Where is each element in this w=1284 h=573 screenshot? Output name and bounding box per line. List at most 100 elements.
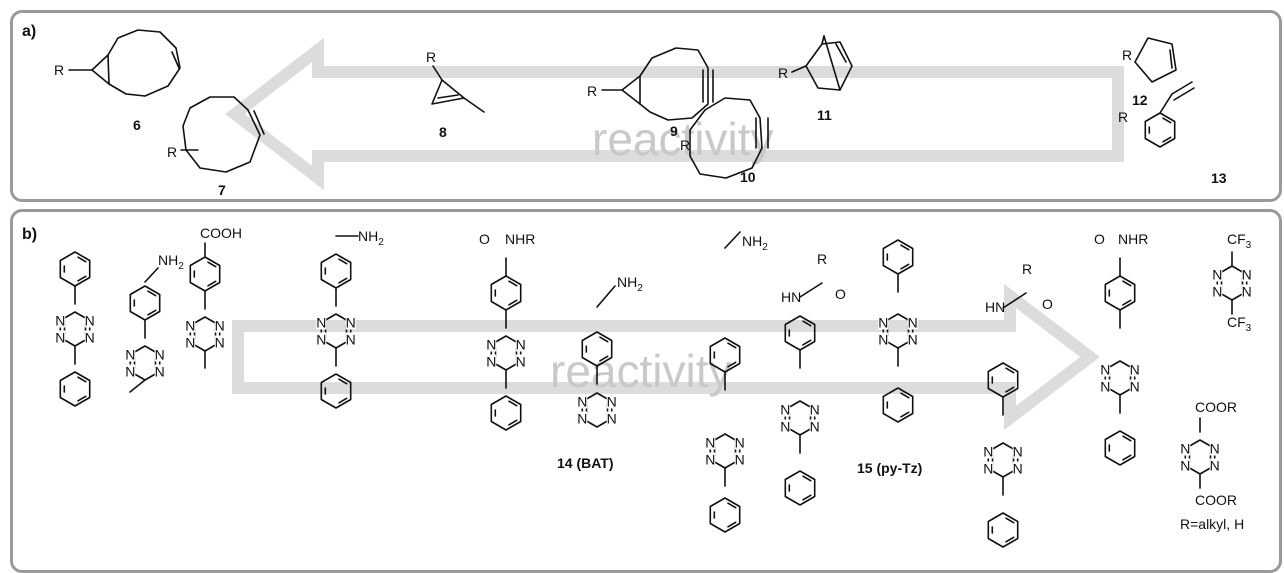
tetrazine-nitrogen: N	[607, 394, 617, 410]
tetrazine-nitrogen: N	[125, 364, 135, 380]
r-substituent: R	[1118, 109, 1128, 125]
tetrazine-nitrogen: N	[346, 332, 356, 348]
tetrazine-nitrogen: N	[1242, 284, 1252, 300]
reactivity-arrow-a: reactivity	[225, 37, 1124, 191]
tetrazine-nitrogen: N	[155, 347, 165, 363]
reactivity-text-a: reactivity	[592, 113, 773, 165]
tetrazine-nitrogen: N	[1210, 458, 1220, 474]
compound-number: 12	[1132, 92, 1148, 108]
r-substituent: R	[426, 49, 436, 65]
tetrazine-nitrogen: N	[85, 330, 95, 346]
cf3-bottom: CF3	[1227, 314, 1252, 334]
tetrazine-nitrogen: N	[983, 444, 993, 460]
tetrazine-nitrogen: N	[705, 435, 715, 451]
tetrazine-nitrogen: N	[1180, 441, 1190, 457]
tetrazine-nitrogen: N	[215, 335, 225, 351]
r-substituent: R	[1122, 47, 1132, 63]
tetrazine-nitrogen: N	[705, 452, 715, 468]
compound-number: 13	[1211, 170, 1227, 186]
hn-group: HN	[985, 299, 1005, 315]
tetrazine-nitrogen: N	[1100, 379, 1110, 395]
tetrazine-nitrogen: N	[316, 315, 326, 331]
compound-number: 11	[817, 107, 832, 123]
tetrazine-nitrogen: N	[55, 313, 65, 329]
tetrazine-nitrogen: N	[1013, 461, 1023, 477]
tetrazine-nitrogen: N	[908, 315, 918, 331]
tetrazine-nitrogen: N	[516, 337, 526, 353]
coor-top: COOR	[1195, 399, 1237, 415]
compound-number: 6	[133, 117, 141, 133]
compound-label-bat: 14 (BAT)	[557, 455, 614, 471]
compound-number: 7	[218, 182, 226, 198]
panel-b-label: b)	[22, 226, 37, 243]
tetrazine-nitrogen: N	[1210, 441, 1220, 457]
nh2-group: NH2	[158, 252, 184, 272]
compound-7: R 7	[167, 96, 265, 198]
tetrazine-nitrogen: N	[215, 318, 225, 334]
compound-10: R 10	[680, 97, 769, 185]
tetrazine-nitrogen: N	[735, 435, 745, 451]
tetrazine-nitrogen: N	[810, 402, 820, 418]
tetrazine-nitrogen: N	[316, 332, 326, 348]
tetrazine-nitrogen: N	[1013, 444, 1023, 460]
tetrazine-nitrogen: N	[125, 347, 135, 363]
compound-label-pytz: 15 (py-Tz)	[857, 460, 922, 476]
tetrazine-nitrogen: N	[1242, 267, 1252, 283]
oxygen: O	[1042, 296, 1053, 312]
compound-number: 9	[670, 123, 678, 139]
panel-a-dienophiles	[10, 10, 1282, 202]
nhr-group: NHR	[1118, 231, 1148, 247]
tetrazine-nitrogen: N	[577, 394, 587, 410]
tetrazine-nitrogen: N	[780, 402, 790, 418]
r-substituent: R	[167, 144, 177, 160]
tetrazine-nitrogen: N	[810, 419, 820, 435]
tetrazine-nitrogen: N	[155, 364, 165, 380]
compound-11: R 11	[778, 35, 853, 123]
nh2-group: NH2	[358, 228, 384, 248]
tetrazine-nitrogen: N	[486, 337, 496, 353]
r-substituent: R	[680, 137, 690, 153]
compound-8: R 8	[426, 49, 485, 140]
nh2-group: NH2	[742, 233, 768, 253]
tetrazine-nitrogen: N	[346, 315, 356, 331]
r-substituent: R	[54, 62, 64, 78]
compound-13: R 13	[1118, 81, 1227, 186]
tetrazine-nitrogen: N	[516, 354, 526, 370]
tetrazine-nitrogen: N	[878, 315, 888, 331]
tetrazine-nitrogen: N	[85, 313, 95, 329]
tetrazine-nitrogen: N	[577, 411, 587, 427]
footnote: R=alkyl, H	[1180, 516, 1244, 532]
coor-bottom: COOR	[1195, 492, 1237, 508]
tetrazine-nitrogen: N	[55, 330, 65, 346]
tetrazine-nitrogen: N	[1130, 379, 1140, 395]
r-substituent: R	[817, 251, 827, 267]
r-substituent: R	[587, 83, 597, 99]
tetrazine-nitrogen: N	[607, 411, 617, 427]
compound-number: 8	[439, 124, 447, 140]
tetrazine-nitrogen: N	[735, 452, 745, 468]
r-substituent: R	[1022, 261, 1032, 277]
tetrazine-nitrogen: N	[1212, 284, 1222, 300]
compound-9: R 9	[587, 47, 714, 139]
compound-12: R 12	[1122, 37, 1177, 108]
oxygen: O	[479, 231, 490, 247]
oxygen: O	[1094, 231, 1105, 247]
tetrazine-nitrogen: N	[1100, 362, 1110, 378]
tetrazine-nitrogen: N	[1130, 362, 1140, 378]
tetrazine-nitrogen: N	[486, 354, 496, 370]
tetrazine-nitrogen: N	[1212, 267, 1222, 283]
nh2-group: NH2	[617, 274, 643, 294]
tetrazine-nitrogen: N	[780, 419, 790, 435]
r-substituent: R	[778, 65, 788, 81]
